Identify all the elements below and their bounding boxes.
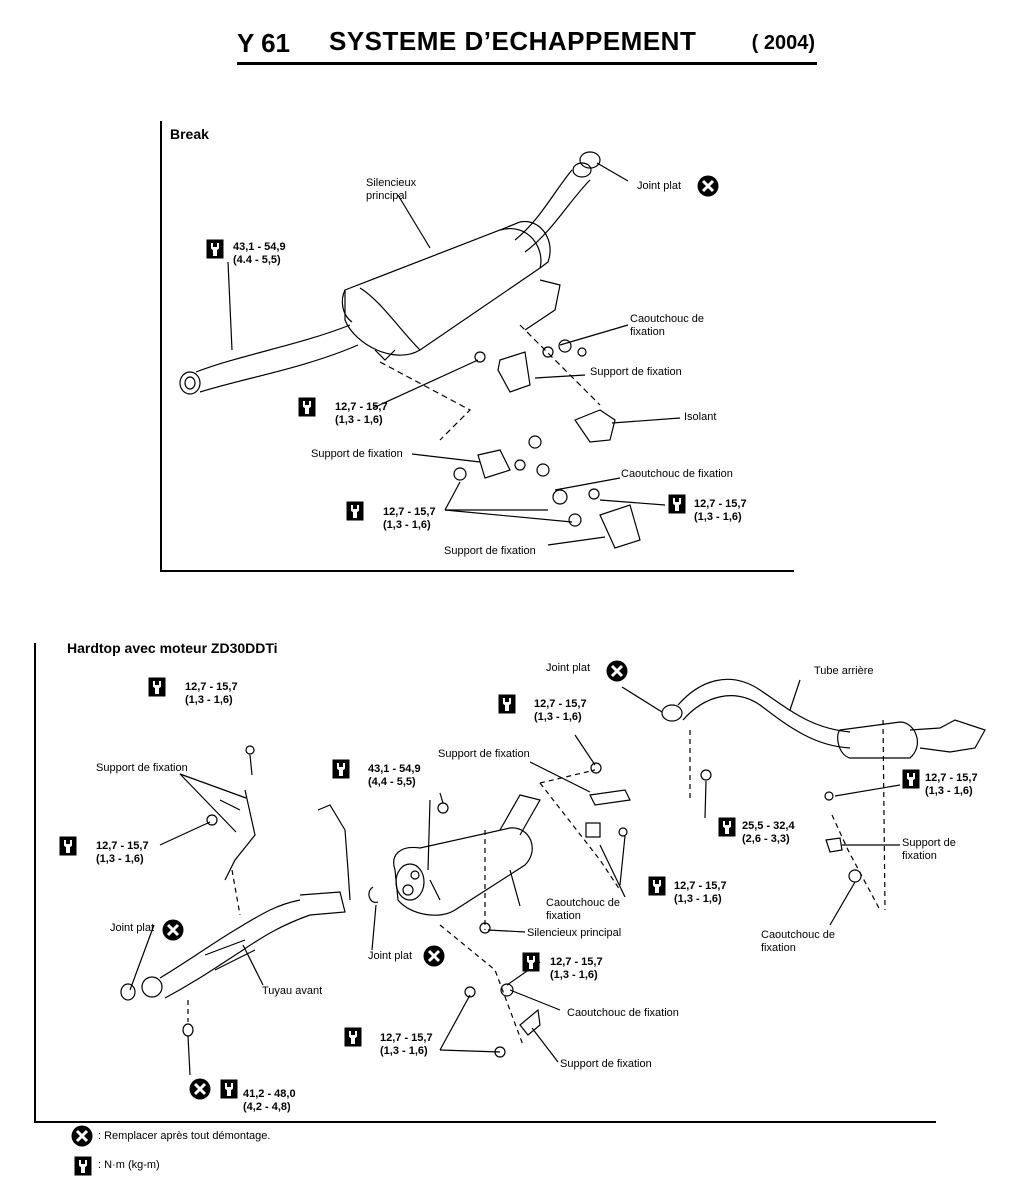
replace-part-icon	[606, 660, 628, 682]
torque-wrench-icon	[718, 817, 736, 837]
legend-replace: : Remplacer après tout démontage.	[98, 1130, 271, 1142]
replace-part-icon	[423, 945, 445, 967]
label-support-de-fixation: Support de fixation	[590, 366, 682, 378]
torque-wrench-icon	[148, 677, 166, 697]
replace-part-icon	[189, 1078, 211, 1100]
torque-wrench-icon	[74, 1156, 92, 1176]
replace-part-icon	[162, 919, 184, 941]
replace-part-icon	[71, 1125, 93, 1147]
page-title: SYSTEME D’ECHAPPEMENT	[329, 26, 697, 56]
label-tube-arriere: Tube arrière	[814, 665, 874, 677]
torque-value: 12,7 - 15,7(1,3 - 1,6)	[335, 401, 388, 426]
break-main-muffler	[341, 220, 551, 356]
torque-value: 12,7 - 15,7(1,3 - 1,6)	[96, 840, 149, 865]
torque-wrench-icon	[346, 501, 364, 521]
hardtop-front-pipe	[120, 891, 346, 1001]
hardtop-section-label: Hardtop avec moteur ZD30DDTi	[67, 640, 278, 656]
label-caoutchouc-de-fixation: Caoutchouc de fixation	[621, 468, 733, 480]
torque-wrench-icon	[648, 876, 666, 896]
torque-wrench-icon	[59, 836, 77, 856]
torque-value: 12,7 - 15,7(1,3 - 1,6)	[674, 880, 727, 905]
label-support-de-fixation: Support de fixation	[96, 762, 188, 774]
label-tuyau-avant: Tuyau avant	[262, 985, 323, 997]
break-front-flange	[179, 371, 201, 395]
torque-value: 12,7 - 15,7(1,3 - 1,6)	[694, 498, 747, 523]
torque-wrench-icon	[220, 1079, 238, 1099]
torque-value: 12,7 - 15,7(1,3 - 1,6)	[380, 1032, 433, 1057]
torque-value: 41,2 - 48,0(4,2 - 4,8)	[243, 1088, 296, 1113]
label-silencieux-principal: Silencieux principal	[527, 927, 622, 939]
torque-value: 12,7 - 15,7(1,3 - 1,6)	[925, 772, 978, 797]
torque-wrench-icon	[206, 239, 224, 259]
label-support-de-fixation: Support de fixation	[444, 545, 536, 557]
replace-part-icon	[697, 175, 719, 197]
torque-wrench-icon	[298, 397, 316, 417]
torque-wrench-icon	[498, 694, 516, 714]
legend-units: : N·m (kg-m)	[98, 1159, 160, 1171]
label-isolant: Isolant	[684, 411, 717, 423]
hardtop-main-muffler	[393, 827, 533, 916]
torque-wrench-icon	[902, 769, 920, 789]
torque-wrench-icon	[344, 1027, 362, 1047]
torque-value: 12,7 - 15,7(1,3 - 1,6)	[534, 698, 587, 723]
break-section-label: Break	[170, 126, 209, 142]
break-rear-flange	[572, 151, 601, 178]
label-caoutchouc-de-fixation: Caoutchouc de fixation	[567, 1007, 679, 1019]
label-support-de-fixation: Support de fixation	[560, 1058, 652, 1070]
page-title-bar: Y 61 SYSTEME D’ECHAPPEMENT ( 2004)	[237, 26, 817, 65]
label-joint-plat: Joint plat	[637, 180, 682, 192]
label-joint-plat: Joint plat	[546, 662, 591, 674]
torque-value: 12,7 - 15,7(1,3 - 1,6)	[185, 681, 238, 706]
torque-value: 43,1 - 54,9(4.4 - 5,5)	[233, 241, 286, 266]
torque-wrench-icon	[332, 759, 350, 779]
hardtop-tail-pipe	[661, 678, 986, 759]
hardtop-frame	[34, 643, 936, 1123]
year: ( 2004)	[751, 32, 815, 54]
label-support-de-fixation: Support de fixation	[438, 748, 530, 760]
label-support-de-fixation: Support de fixation	[311, 448, 403, 460]
torque-wrench-icon	[522, 952, 540, 972]
label-joint-plat: Joint plat	[368, 950, 413, 962]
torque-value: 25,5 - 32,4(2,6 - 3,3)	[742, 820, 795, 845]
break-frame	[160, 121, 794, 572]
torque-value: 12,7 - 15,7(1,3 - 1,6)	[383, 506, 436, 531]
torque-value: 12,7 - 15,7(1,3 - 1,6)	[550, 956, 603, 981]
label-joint-plat: Joint plat	[110, 922, 155, 934]
torque-value: 43,1 - 54,9(4,4 - 5,5)	[368, 763, 421, 788]
model-code: Y 61	[237, 28, 291, 58]
torque-wrench-icon	[668, 494, 686, 514]
